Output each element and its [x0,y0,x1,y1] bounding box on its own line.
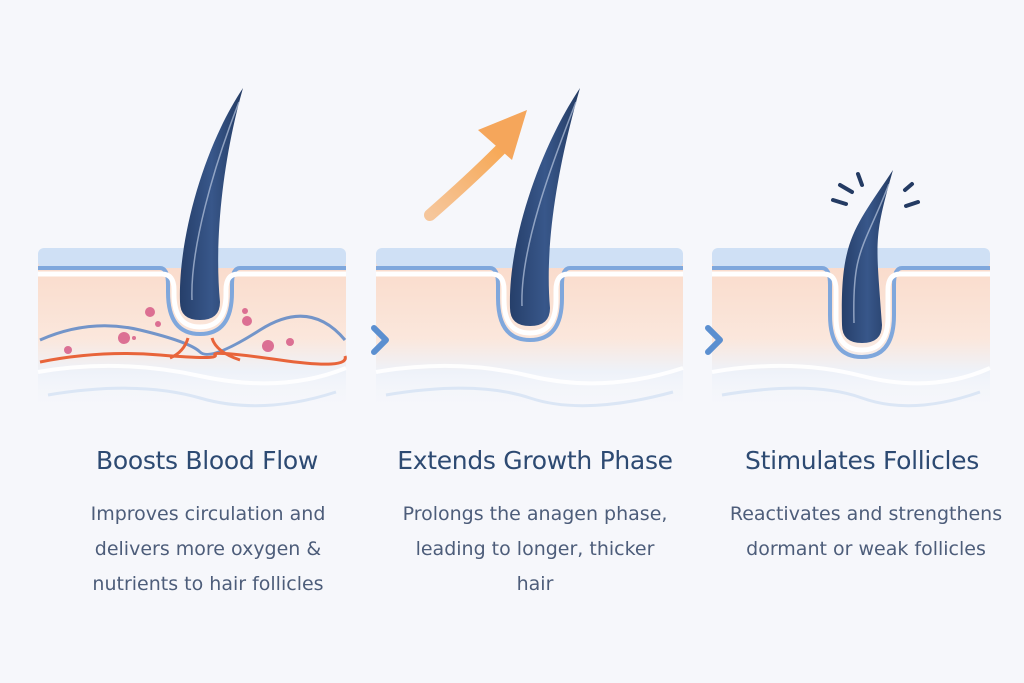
arrow-right-icon [705,325,723,355]
desc-line: delivers more oxygen & [94,538,322,560]
hair-highlight [191,101,240,301]
blood-vessel-red [39,351,347,366]
follicle-sheath [38,271,346,330]
growth-arrow-shaft [424,144,506,221]
stimulation-spark-icon [838,183,854,194]
stimulation-spark-icon [831,198,848,206]
dermis-wave [375,363,684,386]
step-title-growth-phase: Extends Growth Phase [397,446,673,475]
dermis-wave [721,386,981,408]
hair-strand [509,88,580,326]
dermis-wave [385,386,674,408]
hair-highlight [521,101,577,307]
skin-panel [375,88,684,413]
desc-line: Improves circulation and [90,503,326,525]
step-title-follicles: Stimulates Follicles [745,446,979,475]
nutrient-dot [155,321,161,327]
stimulation-spark-icon [856,172,864,187]
hair-strand [179,88,243,320]
growth-arrow-head-icon [478,110,527,160]
step-desc-follicles: Reactivates and strengthens dormant or w… [716,497,1016,567]
nutrient-dot [242,308,248,314]
capillary [169,337,241,362]
nutrient-dot [262,340,274,352]
nutrient-dot [118,332,130,344]
step-desc-growth-phase: Prolongs the anagen phase, leading to lo… [385,497,685,602]
nutrient-dot [132,336,136,340]
stimulation-spark-icon [903,182,914,192]
follicle-sheath [376,271,683,336]
nutrient-dot [64,346,72,354]
nutrient-dot [145,307,155,317]
desc-line: Reactivates and strengthens [729,503,1003,525]
desc-line: hair [516,573,554,595]
dermis-wave [37,363,347,386]
skin-layer [38,248,346,413]
follicle-sheath [712,271,990,353]
step-title-blood-flow: Boosts Blood Flow [95,446,318,475]
dermis-wave [47,386,337,408]
desc-line: leading to longer, thicker [415,538,655,560]
blood-vessel-blue [39,314,347,356]
skin-panel [37,88,347,413]
step-desc-blood-flow: Improves circulation and delivers more o… [58,497,358,602]
stimulation-spark-icon [904,200,920,208]
dermis-wave [711,363,991,386]
desc-line: dormant or weak follicles [746,538,986,560]
hair-highlight [853,183,890,324]
desc-line: Prolongs the anagen phase, [402,503,668,525]
nutrient-dot [286,338,294,346]
skin-panel [711,170,991,413]
nutrient-dot [242,316,252,326]
desc-line: nutrients to hair follicles [92,573,324,595]
arrow-right-icon [371,325,389,355]
